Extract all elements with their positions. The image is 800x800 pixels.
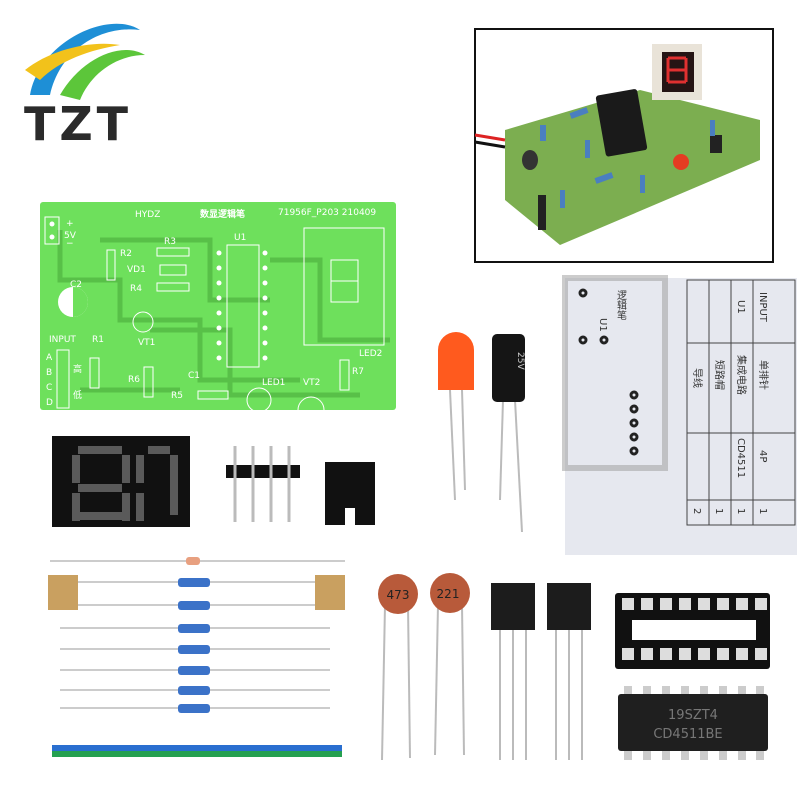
pcb-label-r4: R4 — [130, 284, 142, 294]
logo-swoosh-yellow — [25, 43, 120, 80]
pcb-label-led1: LED1 — [262, 378, 285, 388]
manual-title: 逻辑笔 — [615, 290, 627, 320]
pcb-label-led2: LED2 — [359, 349, 382, 359]
pcb-label-c: C — [46, 383, 52, 393]
pcb-label-r3: R3 — [164, 237, 176, 247]
ic-socket-16pin — [615, 593, 770, 669]
pcb-label-b: B — [46, 368, 52, 378]
logo-text: TZT — [24, 97, 132, 151]
ceramic-cap-label: 473 — [387, 588, 410, 602]
ceramic-cap-label: 221 — [437, 587, 460, 601]
pcb-label-d: D — [46, 398, 53, 408]
seven-segment-display — [52, 436, 190, 527]
pcb-label-plus: + — [66, 219, 74, 229]
table-cell: 短路帽 — [713, 360, 726, 390]
ic-marking-line1: 19SZT4 — [668, 708, 718, 723]
hookup-wires — [52, 745, 342, 757]
ceramic-capacitor-221: 221 — [430, 573, 470, 756]
table-cell: 集成电路 — [735, 355, 748, 395]
logo-swoosh-green — [60, 49, 145, 100]
red-led — [438, 332, 474, 501]
pcb-label-a: A — [46, 353, 53, 363]
pcb-label-u1: U1 — [234, 233, 246, 243]
manual-u1-label: U1 — [597, 318, 608, 332]
table-cell: 1 — [713, 508, 724, 514]
pcb-label-c2: C2 — [70, 280, 82, 290]
pcb-title-cn: 数显逻辑笔 — [200, 208, 245, 220]
pcb-label-high: 高 — [73, 363, 82, 375]
jumper-cap — [325, 462, 375, 525]
pcb-label-vd1: VD1 — [127, 265, 146, 275]
table-cell: 单排针 — [757, 360, 770, 390]
transistor — [547, 583, 591, 760]
capacitor-label: 25V — [515, 352, 525, 370]
pcb-label-c1: C1 — [188, 371, 200, 381]
table-cell: 4P — [757, 450, 768, 462]
ic-cd4511be: 19SZT4 CD4511BE — [618, 686, 768, 760]
table-cell: 1 — [757, 508, 768, 514]
assembled-board-photo — [474, 28, 774, 263]
pcb-label-low: 低 — [73, 389, 82, 401]
pin-header-4p — [226, 446, 300, 522]
table-cell: 导线 — [691, 368, 704, 388]
electrolytic-capacitor: 25V — [492, 334, 525, 533]
pcb-label-r6: R6 — [128, 375, 140, 385]
parts-table — [686, 279, 796, 526]
transistor — [491, 583, 535, 760]
table-cell: 2 — [691, 508, 702, 514]
pcb-label-r1: R1 — [92, 335, 104, 345]
pcb-label-r2: R2 — [120, 249, 132, 259]
table-cell: INPUT — [757, 292, 768, 323]
pcb-label-5v: 5V — [64, 231, 77, 241]
pcb-label-input: INPUT — [49, 335, 76, 345]
table-cell: U1 — [735, 300, 746, 314]
pcb-title: HYDZ — [135, 210, 160, 220]
ceramic-capacitor-473: 473 — [378, 574, 418, 761]
pcb-label-vt1: VT1 — [138, 338, 155, 348]
pcb-label-vt2: VT2 — [303, 378, 320, 388]
table-cell: CD4511 — [735, 438, 746, 478]
tzt-logo: TZT — [24, 23, 145, 151]
pcb-label-r5: R5 — [171, 391, 183, 401]
pcb-label-minus: − — [66, 239, 74, 249]
resistors-and-diode — [48, 557, 345, 713]
bare-pcb: HYDZ 数显逻辑笔 71956F_P203 210409 + 5V − C2 … — [40, 202, 396, 413]
pcb-label-r7: R7 — [352, 367, 364, 377]
pcb-code: 71956F_P203 210409 — [278, 208, 376, 218]
instruction-sheet: 逻辑笔 U1 INPUT 单排针 4P 1 U1 集成电路 CD4511 1 短… — [562, 275, 797, 555]
ic-marking-line2: CD4511BE — [653, 727, 722, 742]
table-cell: 1 — [735, 508, 746, 514]
